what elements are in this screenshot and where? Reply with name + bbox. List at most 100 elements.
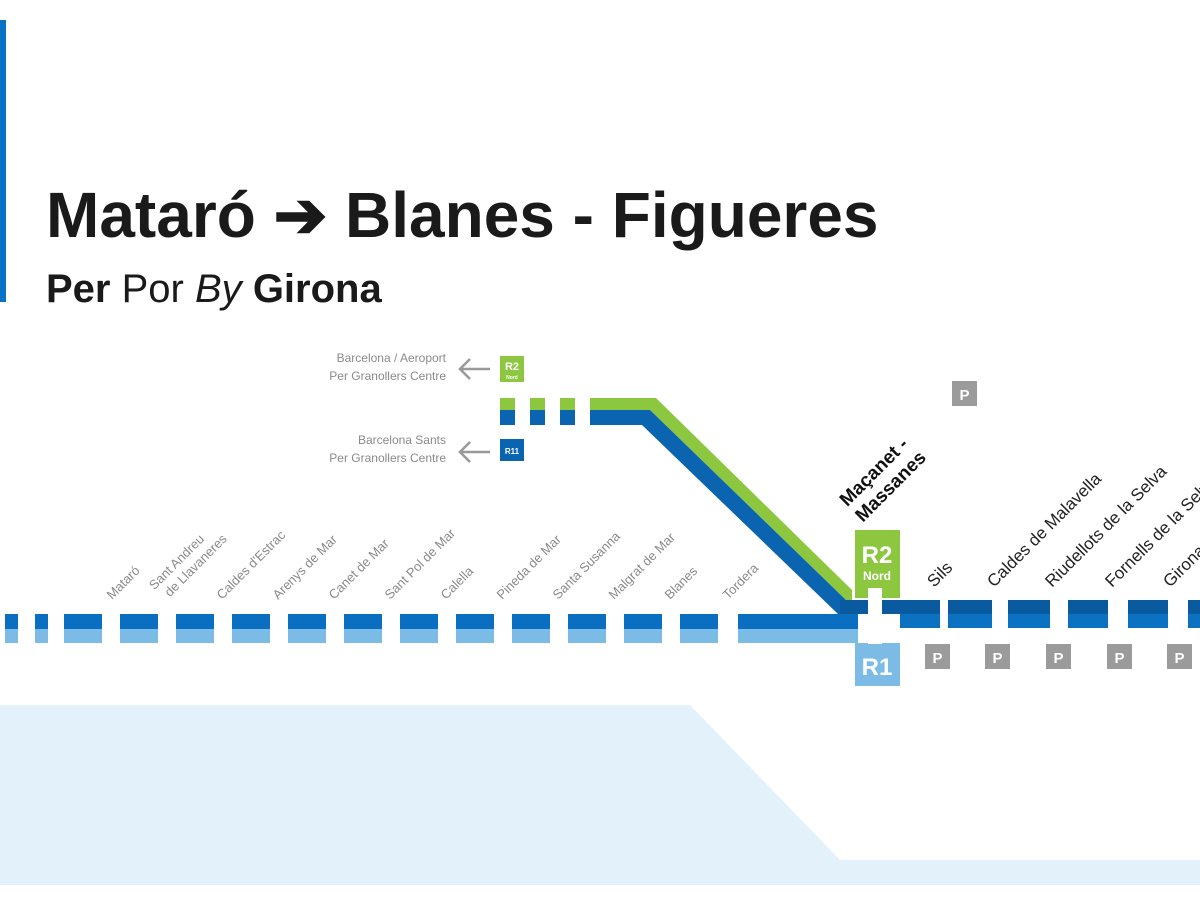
- track-segment: [5, 614, 18, 629]
- station-macanet-massanes[interactable]: Maçanet - Massanes: [836, 432, 931, 527]
- arrow-icon: ➔: [274, 179, 328, 251]
- track-segment: [1128, 600, 1168, 614]
- track-segment: [232, 629, 270, 643]
- track-segment: [344, 614, 382, 629]
- track-segment: [1068, 600, 1108, 614]
- svg-text:Nord: Nord: [506, 375, 518, 381]
- track-segment: [5, 629, 18, 643]
- parking-icon: P: [925, 644, 950, 669]
- track-segment: [680, 629, 718, 643]
- parking-box: [1046, 644, 1071, 669]
- track-segment: [1188, 600, 1200, 614]
- inland-track: [900, 600, 1200, 628]
- station-caldes-malavella[interactable]: Caldes de Malavella: [983, 469, 1105, 591]
- station-blanes[interactable]: Blanes: [662, 563, 701, 602]
- track-segment: [288, 614, 326, 629]
- svg-text:Caldes de Malavella: Caldes de Malavella: [983, 469, 1105, 591]
- svg-text:Barcelona Sants: Barcelona Sants: [358, 433, 446, 447]
- track-segment: [512, 629, 550, 643]
- junction-badge-r2[interactable]: R2 Nord: [855, 530, 900, 598]
- track-segment: [344, 629, 382, 643]
- svg-text:Per Granollers Centre: Per Granollers Centre: [329, 451, 446, 465]
- parking-box: [1167, 644, 1192, 669]
- track-segment: [568, 629, 606, 643]
- svg-text:Blanes: Blanes: [662, 563, 701, 602]
- track-segment: [948, 600, 992, 614]
- svg-text:Girona: Girona: [1159, 541, 1200, 591]
- track-segment: [624, 614, 662, 629]
- svg-text:R1: R1: [862, 654, 893, 681]
- parking-label: P: [1114, 650, 1124, 667]
- track-segment: [1008, 614, 1050, 628]
- svg-text:P: P: [959, 387, 969, 404]
- page-title: Mataró ➔ Blanes - Figueres: [46, 179, 879, 251]
- parking-label: P: [1053, 650, 1063, 667]
- arrow-left-icon: [458, 358, 490, 380]
- svg-text:Barcelona / Aeroport: Barcelona / Aeroport: [337, 351, 447, 365]
- accent-bar: [0, 20, 6, 302]
- track-segment: [35, 629, 48, 643]
- svg-text:R2: R2: [862, 542, 893, 569]
- station-tordera[interactable]: Tordera: [720, 560, 762, 602]
- svg-text:Per Granollers Centre: Per Granollers Centre: [329, 369, 446, 383]
- background-area: [0, 705, 1200, 885]
- track-segment: [624, 629, 662, 643]
- svg-text:Mataró: Mataró: [104, 563, 143, 602]
- junction-badge-r1[interactable]: R1: [855, 643, 900, 686]
- track-segment: [400, 614, 438, 629]
- parking-box: [1107, 644, 1132, 669]
- track-segment: [738, 614, 858, 629]
- branch-r2[interactable]: Barcelona / Aeroport Per Granollers Cent…: [329, 351, 524, 383]
- track-segment: [400, 629, 438, 643]
- parking-icon: P: [1046, 644, 1071, 669]
- station-sils[interactable]: Sils: [923, 558, 956, 591]
- track-segment: [948, 614, 992, 628]
- track-segment: [120, 614, 158, 629]
- svg-text:Calella: Calella: [438, 563, 477, 602]
- track-segment: [1188, 614, 1200, 628]
- track-segment: [1008, 600, 1050, 614]
- svg-text:Nord: Nord: [863, 569, 891, 583]
- parking-label: P: [932, 650, 942, 667]
- parking-label: P: [992, 650, 1002, 667]
- parking-icon: P: [1107, 644, 1132, 669]
- svg-text:R11: R11: [505, 447, 520, 456]
- track-segment: [680, 614, 718, 629]
- arrow-left-icon: [458, 441, 490, 463]
- track-segment: [176, 614, 214, 629]
- svg-text:Tordera: Tordera: [720, 560, 762, 602]
- page-subtitle: Per Por By Girona: [46, 267, 382, 311]
- station-marker: [868, 588, 882, 644]
- track-segment: [512, 614, 550, 629]
- track-segment: [1068, 614, 1108, 628]
- parking-box: [925, 644, 950, 669]
- track-segment: [1128, 614, 1168, 628]
- track-segment: [232, 614, 270, 629]
- track-segment: [900, 600, 940, 614]
- parking-icon: P: [985, 644, 1010, 669]
- parking-label: P: [1174, 650, 1184, 667]
- station-girona[interactable]: Girona: [1159, 541, 1200, 591]
- parking-icon: P: [1167, 644, 1192, 669]
- track-segment: [456, 614, 494, 629]
- parking-box: [985, 644, 1010, 669]
- station-mataro[interactable]: Mataró: [104, 563, 143, 602]
- r2-r11-track: [500, 398, 852, 614]
- svg-text:R2: R2: [505, 361, 519, 373]
- track-segment: [900, 614, 940, 628]
- track-segment: [64, 629, 102, 643]
- svg-text:Sils: Sils: [923, 558, 956, 591]
- track-segment: [738, 629, 858, 643]
- track-segment: [288, 629, 326, 643]
- branch-r11[interactable]: Barcelona Sants Per Granollers Centre R1…: [329, 433, 524, 465]
- track-segment: [35, 614, 48, 629]
- track-segment: [64, 614, 102, 629]
- parking-icon: P: [952, 381, 977, 406]
- station-calella[interactable]: Calella: [438, 563, 477, 602]
- track-segment: [120, 629, 158, 643]
- r1-track: [5, 614, 718, 643]
- track-segment: [456, 629, 494, 643]
- track-segment: [568, 614, 606, 629]
